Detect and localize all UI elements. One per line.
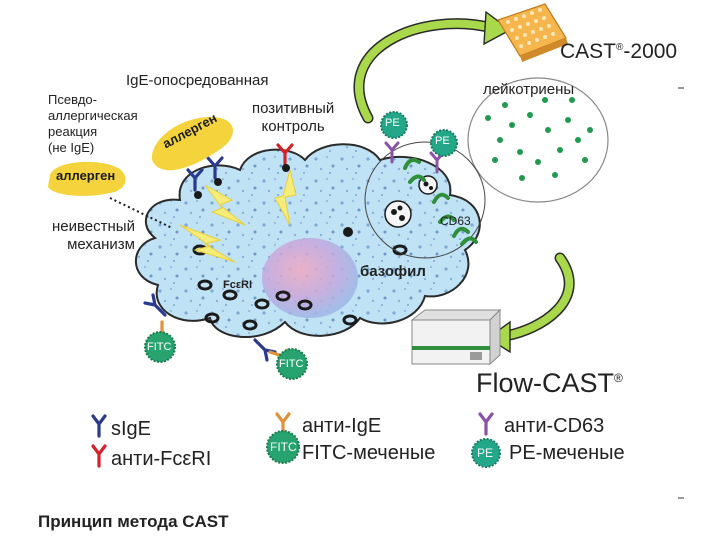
cast2000-label: CAST®-2000 [560, 40, 678, 63]
allergen-top [151, 117, 233, 171]
caption: Принцип метода CAST [38, 512, 229, 531]
allergen-left-label: аллерген [56, 168, 116, 183]
label-badge-icon [380, 111, 458, 157]
legend-pe-labeled: PE-меченые [509, 442, 625, 464]
antibody-y-icon [186, 143, 294, 192]
legend-anti-fceri: анти-FcεRI [111, 448, 212, 470]
cd63-label: CD63 [440, 214, 471, 228]
positive-control-label: позитивный контроль [252, 100, 335, 135]
fceri-label: FcεRI [223, 279, 253, 291]
legend-anti-ige: анти-IgE [302, 415, 382, 437]
microplate-icon [497, 3, 568, 62]
receptor-icon [194, 164, 290, 199]
flow-cytometer-icon [410, 308, 502, 366]
antibody-y-icon [384, 141, 445, 174]
flowcast-label: Flow-CAST® [476, 368, 623, 398]
unknown-mechanism-label: неивестный механизм [52, 218, 135, 253]
label-badge-icon [266, 430, 501, 468]
leukotrienes-label: лейкотриены [483, 81, 575, 98]
allergen-left [48, 161, 126, 196]
antibody-y-icon [91, 414, 107, 438]
label-badge-icon [144, 331, 308, 380]
legend-sige: sIgE [111, 418, 152, 440]
pe-badge-text: PE [385, 117, 400, 129]
fitc-badge-text: FITC [147, 341, 172, 353]
legend-fitc-badge-text: FITC [270, 440, 297, 454]
fitc-badge-text: FITC [279, 358, 304, 370]
curved-arrow-icon [353, 18, 498, 124]
ige-mediated-label: IgE-опосредованная [126, 72, 269, 89]
granule-icon [192, 244, 408, 331]
leukotrienes-circle [467, 77, 609, 203]
pe-badge-text: PE [435, 135, 450, 147]
legend-pe-badge-text: PE [477, 446, 494, 460]
legend-anti-cd63: анти-CD63 [504, 415, 605, 437]
legend-icons [91, 412, 494, 468]
basophil-label: базофил [360, 263, 426, 280]
pseudo-allergic-label: Псевдо- аллергическая реакция (не IgE) [48, 92, 138, 155]
antibody-y-icon [478, 412, 494, 436]
legend-fitc-labeled: FITC-меченые [302, 442, 436, 464]
lightning-icon [179, 169, 297, 263]
cd63-region [364, 141, 486, 259]
receptor-icon [403, 158, 478, 246]
antibody-y-icon [91, 444, 107, 468]
